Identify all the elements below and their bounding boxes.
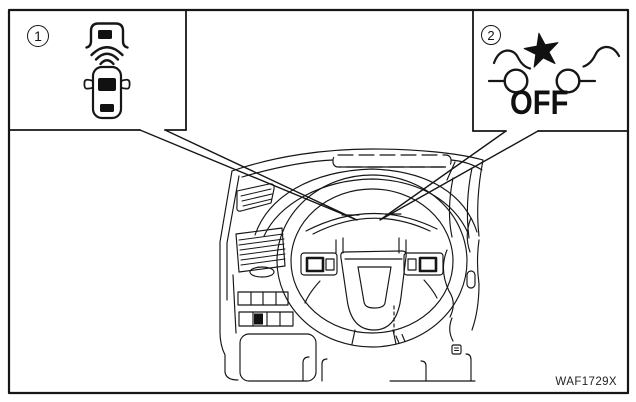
car-left-mirror [83,78,94,90]
collision-off-label: OFF [510,84,569,122]
left-spoke-buttons [300,252,338,276]
callout-2-number: 2 [487,27,495,43]
steering-wheel-rim-outer [276,174,468,348]
instrument-cluster [305,212,438,254]
console-emblem [451,344,462,355]
right-car-hood [582,45,621,68]
left-stalk [304,280,321,304]
rear-sonar-warning-icon [83,22,131,120]
callout-2-leader-line [379,130,539,221]
center-console [302,305,476,382]
left-dash-side [219,170,317,382]
steering-wheel [276,174,468,348]
callout-1-number-badge: 1 [27,25,49,47]
right-stalk [423,279,438,299]
sonar-waves [90,46,124,66]
callout-1-number: 1 [34,28,42,44]
airbag-hub [340,250,407,331]
car-right-mirror [120,78,131,90]
figure-frame [7,8,630,395]
dashboard-illustration [219,148,484,382]
callout-2-number-badge: 2 [481,25,501,45]
left-air-vent [235,227,286,273]
dash-top [231,148,484,181]
upper-air-vent [236,183,275,212]
knee-panel [239,333,317,382]
callout-box-2 [472,9,629,132]
collision-star [523,32,559,68]
sonar-obstacle [85,22,129,49]
collision-warning-off-icon [487,32,621,94]
dash-switch-row-2 [238,311,294,327]
figure-code: WAF1729X [555,376,617,388]
right-spoke-buttons [403,252,444,276]
instrument-cluster-hood [254,168,478,237]
left-car-hood [492,49,532,70]
sonar-car-body [91,65,123,120]
steering-wheel-rim-inner [290,188,454,334]
right-dash-side [442,159,484,342]
callout-box-1 [8,9,187,131]
